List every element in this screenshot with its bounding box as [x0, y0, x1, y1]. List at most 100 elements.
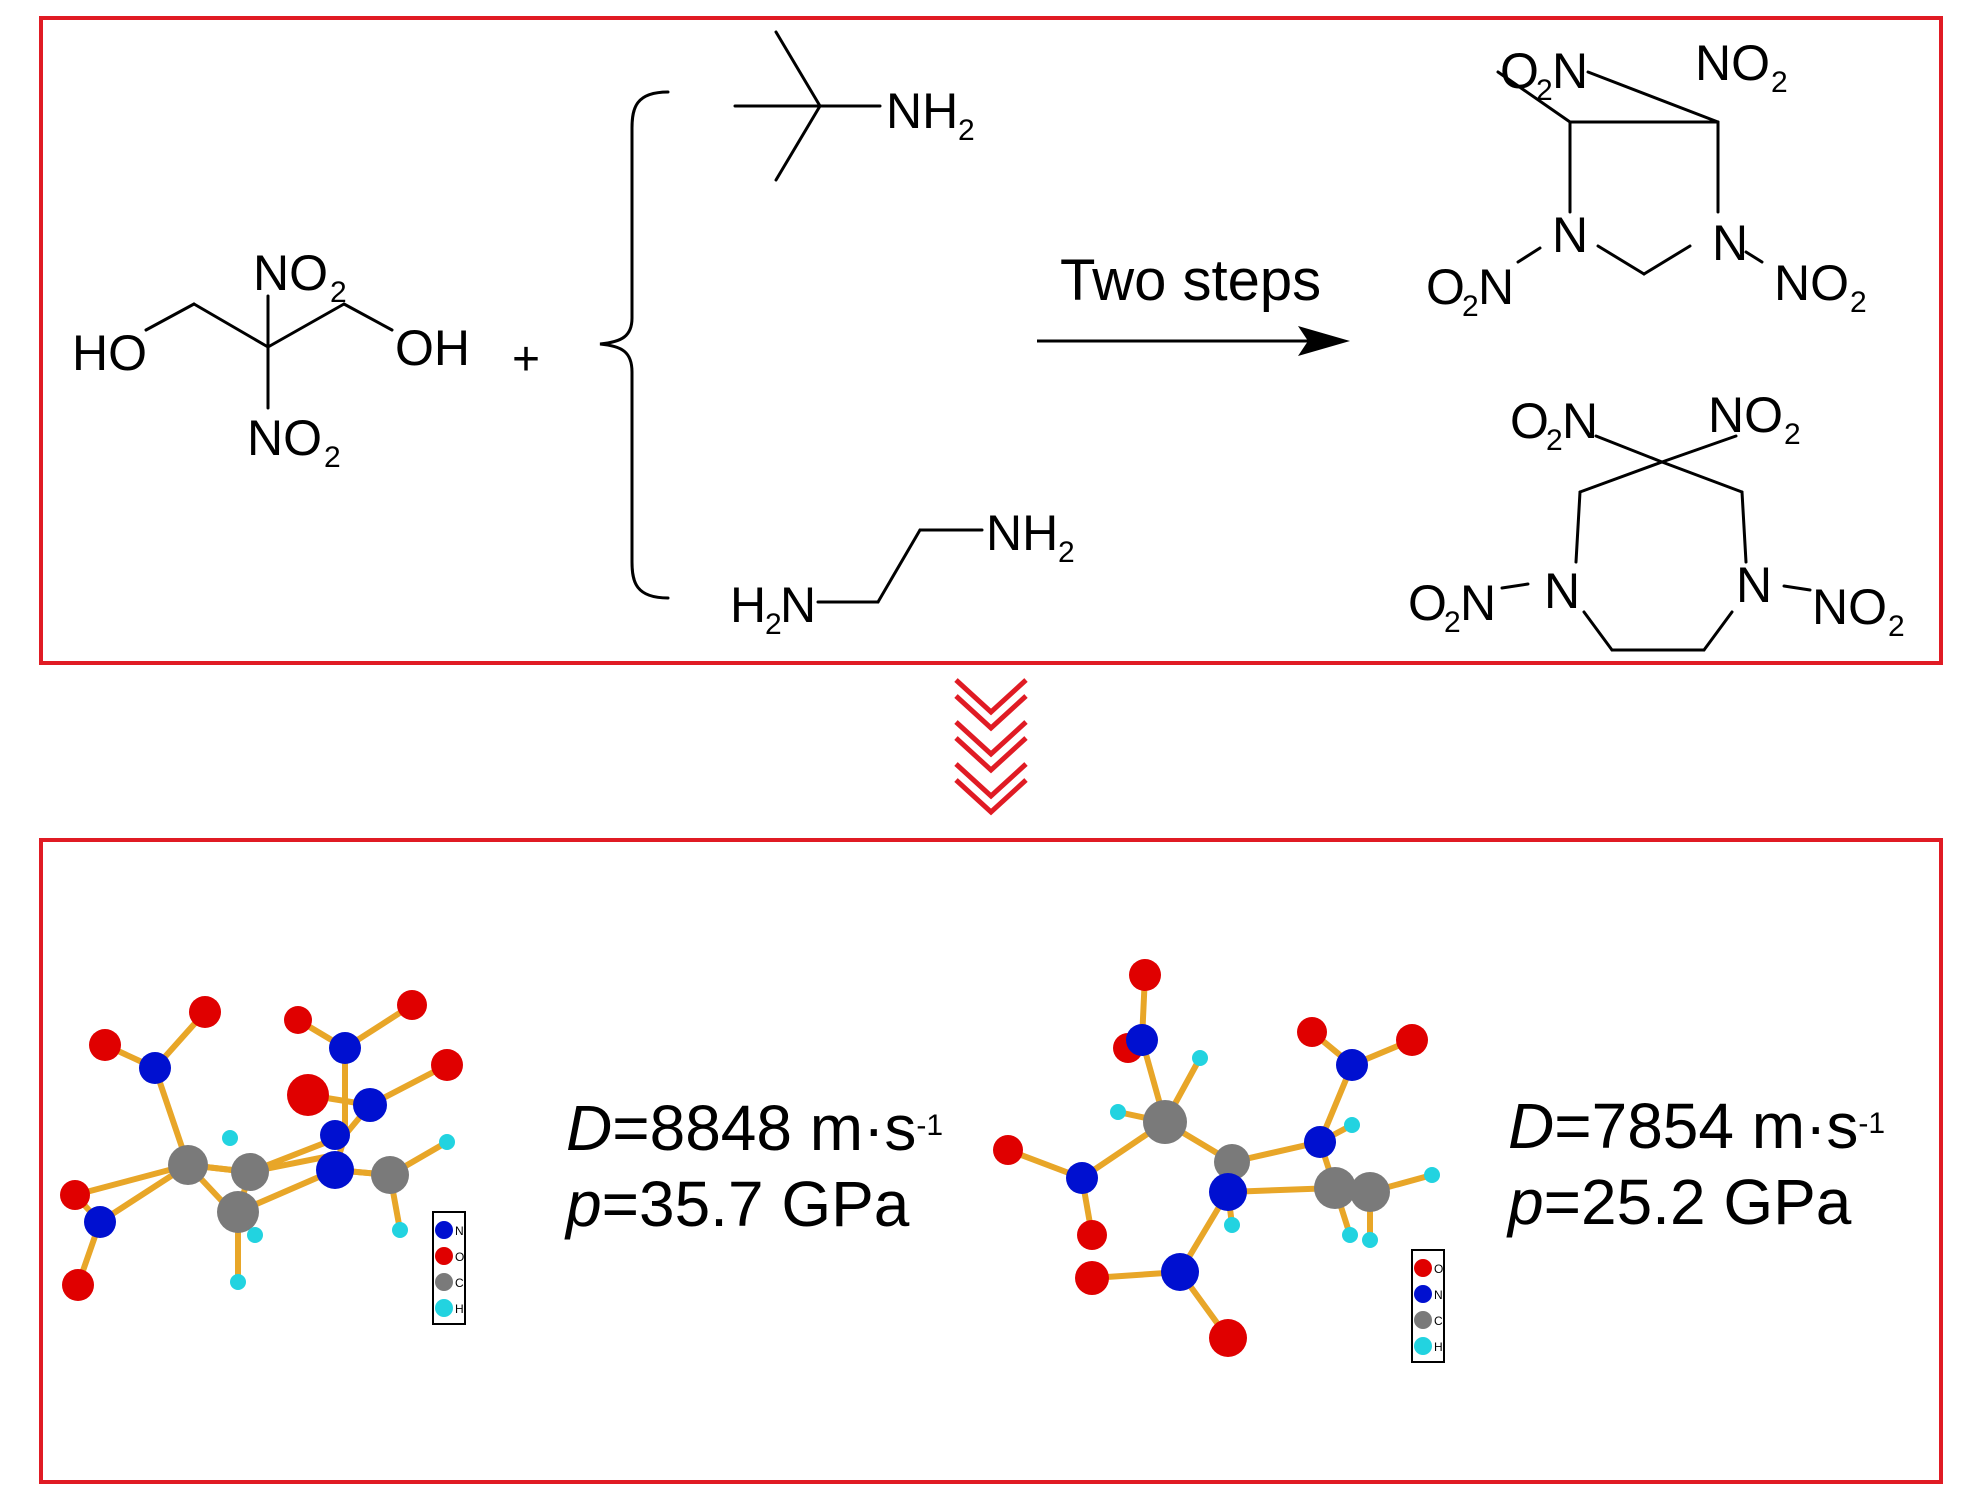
hydrogen-atom	[230, 1274, 246, 1290]
oxygen-atom	[1075, 1261, 1109, 1295]
hydrogen-atom	[1110, 1104, 1126, 1120]
atom-subscript: 2	[1784, 418, 1801, 451]
legend-label: C	[1434, 1314, 1443, 1328]
atom-label: NO	[1774, 255, 1849, 311]
oxygen-atom	[1396, 1024, 1428, 1056]
plus-sign: +	[512, 333, 540, 386]
atom-label: N	[1552, 207, 1588, 263]
nitrogen-atom	[316, 1151, 354, 1189]
atom-legend: N O C H	[432, 1211, 466, 1325]
hydrogen-atom	[392, 1222, 408, 1238]
chemical-bond	[1500, 582, 1530, 590]
nitrogen-atom	[320, 1120, 350, 1150]
hydrogen-atom	[1362, 1232, 1378, 1248]
legend-swatch	[1414, 1311, 1432, 1329]
nitrogen-atom	[1336, 1049, 1368, 1081]
ethylenediamine-structure: H 2 N NH 2	[730, 505, 1075, 641]
carbon-atom	[231, 1153, 269, 1191]
tert-butylamine-structure: NH 2	[733, 30, 975, 182]
atom-subscript: 2	[1888, 610, 1905, 643]
product-1-structure: O 2 N NO 2 N N O 2 N NO 2	[1426, 35, 1867, 323]
nitrogen-atom	[1126, 1024, 1158, 1056]
chemical-bond	[144, 302, 196, 332]
atom-label: NH	[986, 505, 1058, 561]
compound-2-properties: D=7854 m·s-1 p=25.2 GPa	[1508, 1088, 1885, 1240]
atom-label: N	[1562, 393, 1598, 449]
atom-subscript: 2	[958, 114, 975, 147]
carbon-atom	[1143, 1100, 1187, 1144]
legend-swatch	[1414, 1285, 1432, 1303]
atom-label: N	[1460, 575, 1496, 631]
legend-label: N	[1434, 1288, 1443, 1302]
atom-label: N	[1552, 43, 1588, 99]
chemical-bond	[774, 104, 822, 182]
legend-swatch	[435, 1247, 453, 1265]
oxygen-atom	[1297, 1017, 1327, 1047]
hydrogen-atom	[247, 1227, 263, 1243]
atom-label: HO	[72, 325, 147, 381]
p-symbol: p	[1508, 1166, 1544, 1238]
d-value: =7854 m·s	[1554, 1090, 1859, 1162]
carbon-atom	[1214, 1144, 1250, 1180]
nitrogen-atom	[353, 1088, 387, 1122]
chemical-bond	[1596, 244, 1646, 276]
chemical-bond	[1574, 490, 1582, 564]
chemical-bond	[1496, 70, 1572, 124]
oxygen-atom	[1209, 1319, 1247, 1357]
legend-label: C	[455, 1276, 464, 1290]
d-symbol: D	[1508, 1090, 1555, 1162]
atom-label: OH	[395, 320, 470, 376]
compound-1-properties: D=8848 m·s-1 p=35.7 GPa	[566, 1090, 943, 1242]
hydrogen-atom	[439, 1134, 455, 1150]
atom-subscript: 2	[324, 441, 341, 474]
chemical-bond	[1642, 244, 1692, 276]
atom-label: NO	[253, 245, 328, 301]
d-value: =8848 m·s	[612, 1092, 917, 1164]
oxygen-atom	[60, 1180, 90, 1210]
chemical-bond	[774, 30, 822, 108]
chemical-bond	[1594, 434, 1664, 464]
p-value: =25.2 GPa	[1543, 1166, 1852, 1238]
nitrogen-atom	[329, 1032, 361, 1064]
hydrogen-atom	[1344, 1117, 1360, 1133]
atom-subscript: 2	[1058, 536, 1075, 569]
detonation-velocity: D=8848 m·s-1	[566, 1090, 943, 1166]
hydrogen-atom	[1224, 1217, 1240, 1233]
carbon-atom	[168, 1145, 208, 1185]
chemical-bond	[1578, 460, 1664, 494]
atom-legend: O N C H	[1411, 1249, 1445, 1363]
atom-label: NH	[886, 83, 958, 139]
atom-label: N	[1712, 215, 1748, 271]
legend-swatch	[435, 1299, 453, 1317]
carbon-atom	[1314, 1167, 1356, 1209]
structures-frame	[39, 838, 1943, 1484]
oxygen-atom	[89, 1029, 121, 1061]
oxygen-atom	[62, 1269, 94, 1301]
p-symbol: p	[566, 1168, 602, 1240]
atom-label: NO	[1708, 387, 1783, 443]
detonation-pressure: p=25.2 GPa	[1508, 1164, 1885, 1240]
chemical-bond	[1586, 70, 1720, 124]
legend-label: N	[455, 1224, 464, 1238]
curly-brace	[599, 90, 670, 600]
oxygen-atom	[1077, 1220, 1107, 1250]
chemical-bond	[1744, 250, 1764, 264]
d-exponent: -1	[916, 1109, 944, 1142]
oxygen-atom	[1129, 959, 1161, 991]
carbon-atom	[217, 1191, 259, 1233]
d-symbol: D	[566, 1092, 613, 1164]
atom-subscript: 2	[1546, 424, 1563, 457]
atom-label: N	[1544, 563, 1580, 619]
reaction-arrow: Two steps	[1037, 248, 1350, 356]
chemical-bond	[1702, 610, 1734, 652]
nitrogen-atom	[84, 1206, 116, 1238]
hydrogen-atom	[1342, 1227, 1358, 1243]
reaction-arrow-label: Two steps	[1060, 248, 1321, 313]
legend-swatch	[1414, 1259, 1432, 1277]
atom-label: O	[1426, 259, 1465, 315]
carbon-atom	[371, 1156, 409, 1194]
chemical-bond	[1660, 460, 1744, 494]
atom-label: H	[730, 577, 766, 633]
legend-label: O	[1434, 1262, 1443, 1276]
